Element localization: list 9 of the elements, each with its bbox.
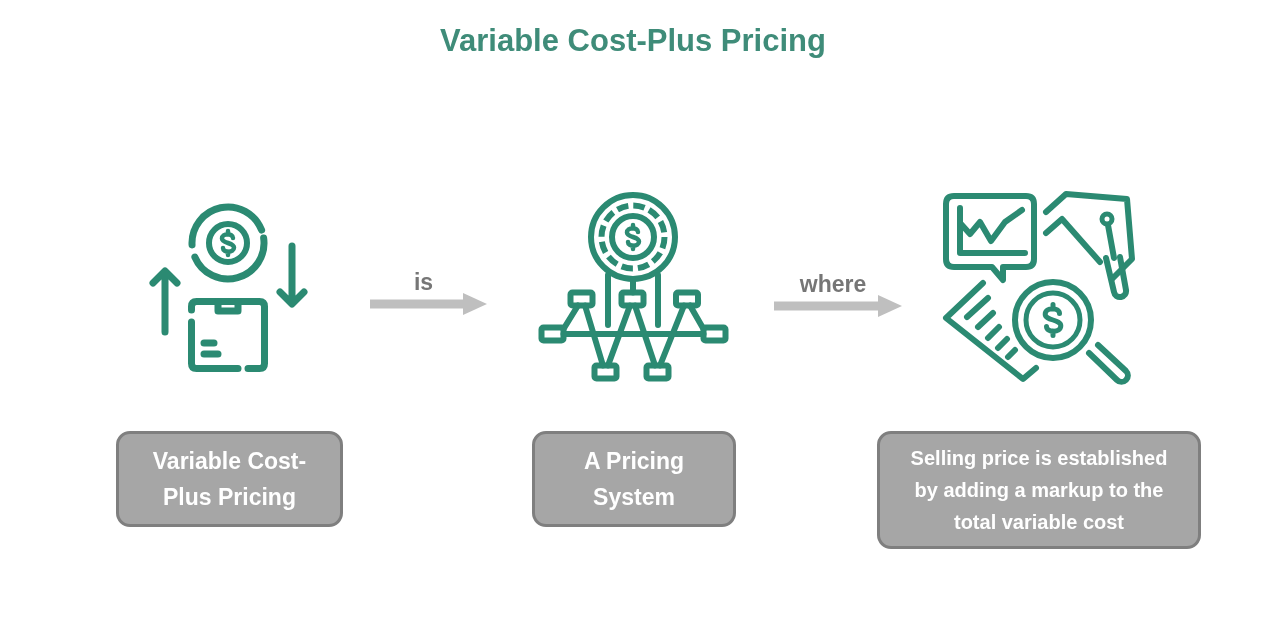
process-box: A Pricing System xyxy=(532,431,736,527)
arrow xyxy=(774,295,902,317)
arrow xyxy=(370,293,487,315)
process-box: Variable Cost-Plus Pricing xyxy=(116,431,343,527)
dollar-coin-package-icon xyxy=(148,202,308,373)
chart-tag-magnifier-icon xyxy=(942,191,1136,385)
process-box: Selling price is established by adding a markup to the total variable cost xyxy=(877,431,1201,549)
dollar-coin-network-icon xyxy=(537,191,731,385)
title: Variable Cost-Plus Pricing xyxy=(440,22,826,60)
